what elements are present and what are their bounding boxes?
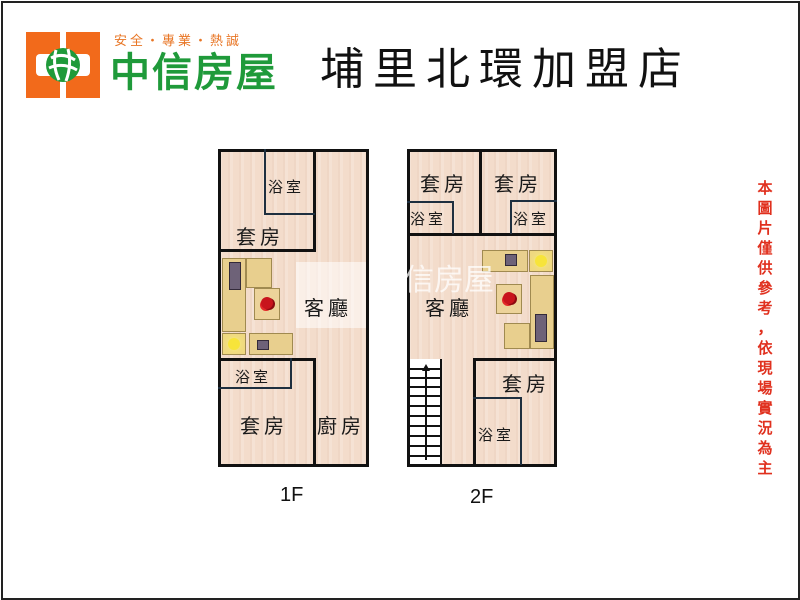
room-label-bathroom: 浴室 bbox=[235, 368, 272, 386]
wall bbox=[313, 358, 316, 467]
cushion bbox=[257, 340, 269, 350]
cushion bbox=[505, 254, 517, 266]
sofa bbox=[246, 258, 272, 288]
room-label-suite: 套房 bbox=[240, 414, 288, 438]
wall bbox=[290, 358, 292, 389]
wall bbox=[473, 358, 476, 467]
wall bbox=[440, 359, 442, 465]
floor-label-2f: 2F bbox=[470, 486, 494, 508]
wall bbox=[510, 200, 557, 202]
brand-name: 中信房屋 bbox=[110, 50, 278, 96]
room-label-bathroom: 浴室 bbox=[513, 210, 550, 228]
watermark-block bbox=[296, 262, 366, 328]
disclaimer-vertical-text: 本 圖 片 僅 供 參 考 ， 依 現 場 實 況 為 主 bbox=[757, 179, 773, 477]
wall bbox=[218, 249, 315, 252]
brand-logo-icon bbox=[26, 32, 100, 98]
wall bbox=[218, 387, 292, 389]
wall bbox=[218, 149, 221, 467]
room-label-bathroom: 浴室 bbox=[268, 178, 305, 196]
room-label-suite: 套房 bbox=[502, 372, 550, 396]
cushion bbox=[229, 262, 241, 290]
room-label-living-room: 客廳 bbox=[425, 296, 473, 320]
wall bbox=[407, 233, 557, 236]
wall bbox=[264, 149, 266, 215]
room-label-suite: 套房 bbox=[420, 172, 468, 196]
brand-slogan: 安全・專業・熱誠 bbox=[114, 34, 243, 49]
wall bbox=[407, 464, 557, 467]
wall bbox=[452, 201, 454, 234]
wall bbox=[264, 213, 315, 215]
wall bbox=[473, 397, 522, 399]
room-label-bathroom: 浴室 bbox=[478, 426, 515, 444]
wall bbox=[407, 201, 454, 203]
wall bbox=[554, 149, 557, 467]
flower-icon bbox=[503, 292, 515, 304]
sofa bbox=[504, 323, 530, 349]
wall bbox=[520, 397, 522, 465]
wall bbox=[366, 149, 369, 467]
wall bbox=[313, 149, 316, 252]
wall bbox=[473, 358, 557, 361]
wall bbox=[407, 149, 557, 152]
wall bbox=[510, 200, 512, 234]
store-title: 埔里北環加盟店 bbox=[320, 44, 691, 95]
cushion bbox=[535, 314, 547, 342]
room-label-bathroom: 浴室 bbox=[410, 210, 447, 228]
stairs-up-icon bbox=[421, 364, 431, 460]
lamp-icon bbox=[529, 250, 553, 272]
wall bbox=[479, 149, 482, 236]
wall bbox=[218, 464, 369, 467]
wall bbox=[407, 149, 410, 467]
room-label-suite: 套房 bbox=[236, 225, 284, 249]
watermark-brand: 信房屋 bbox=[404, 263, 494, 298]
room-label-kitchen: 廚房 bbox=[317, 414, 365, 438]
flower-icon bbox=[261, 297, 273, 309]
wall bbox=[218, 149, 369, 152]
floor-label-1f: 1F bbox=[280, 484, 304, 506]
room-label-suite: 套房 bbox=[494, 172, 542, 196]
room-label-living-room: 客廳 bbox=[304, 296, 352, 320]
lamp-icon bbox=[222, 333, 246, 355]
sofa bbox=[249, 333, 293, 355]
wall bbox=[218, 358, 316, 361]
